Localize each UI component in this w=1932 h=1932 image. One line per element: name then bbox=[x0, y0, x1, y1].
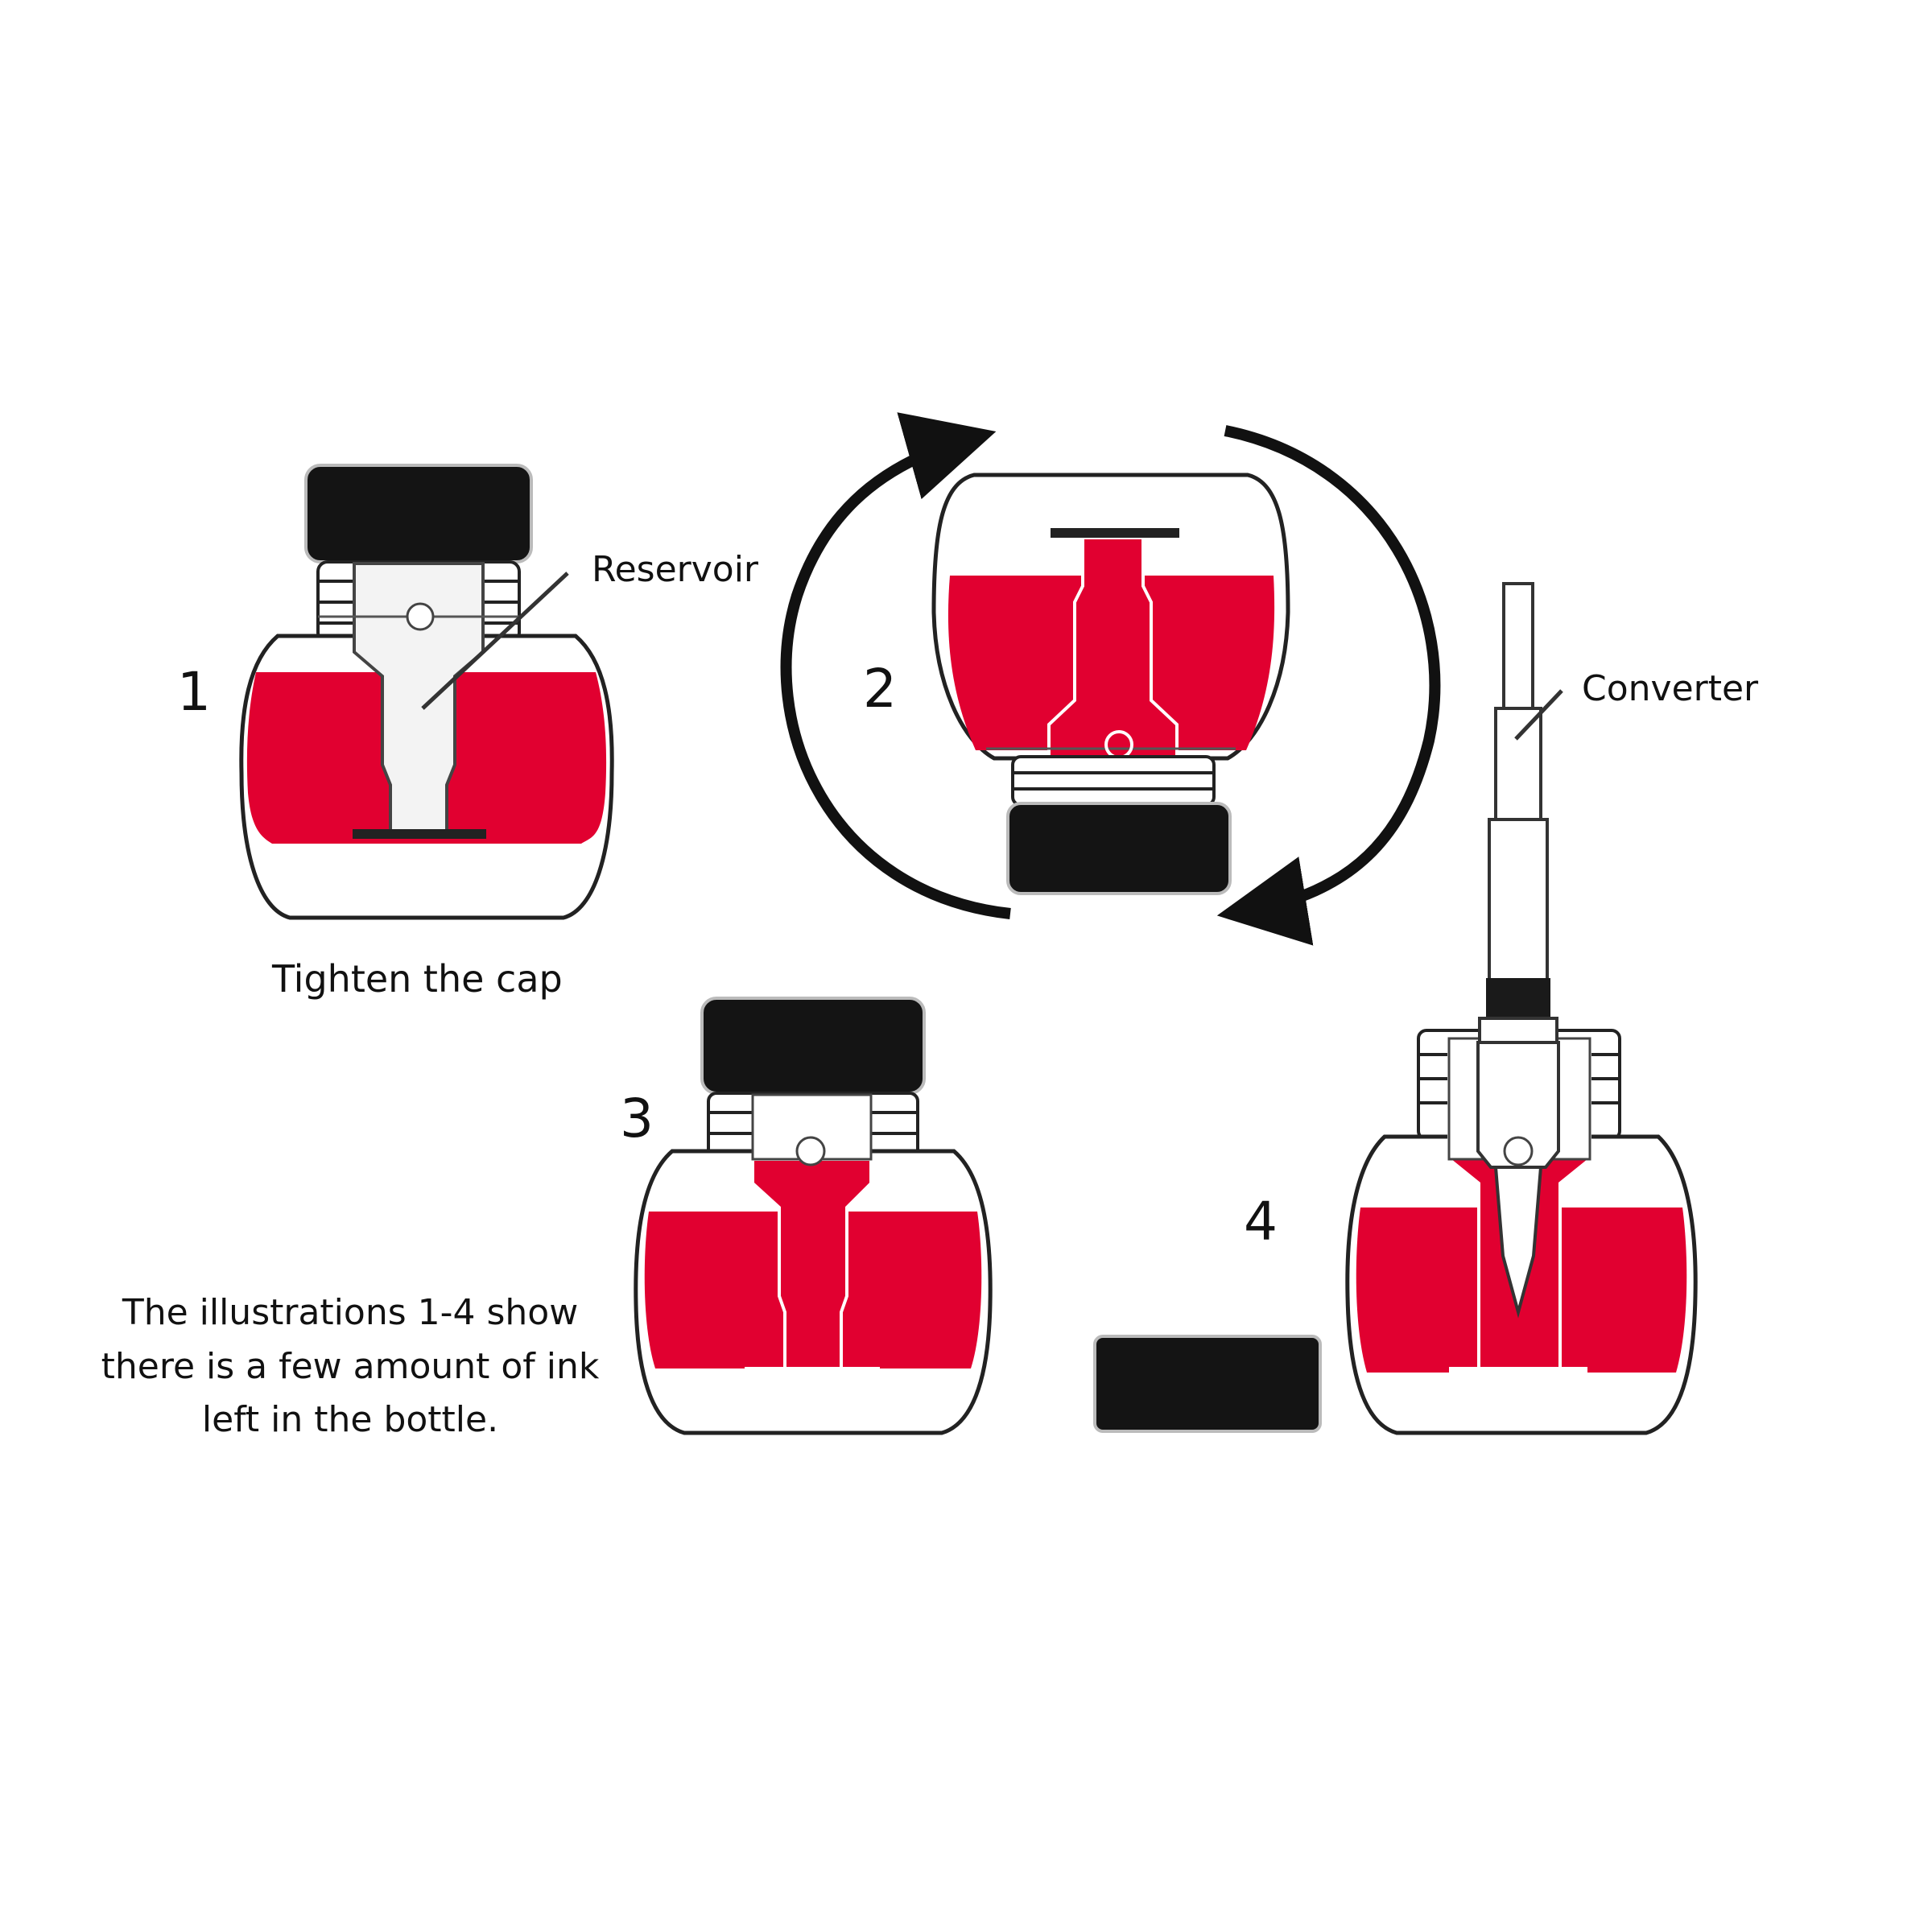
step-3-air-hole bbox=[795, 1136, 826, 1166]
step-2-cap bbox=[1006, 802, 1232, 895]
step-4-air-hole bbox=[1503, 1136, 1534, 1166]
note-line-3: left in the bottle. bbox=[202, 1399, 498, 1440]
rotation-arrow-top bbox=[780, 412, 1011, 919]
step-4-callout-line bbox=[1514, 689, 1563, 741]
step-4-pen-converter bbox=[1476, 582, 1560, 1319]
step-2-bottle bbox=[931, 473, 1290, 895]
step-1-bottle bbox=[239, 464, 614, 920]
step-2-number: 2 bbox=[863, 658, 897, 720]
note-line-1: The illustrations 1-4 show bbox=[122, 1292, 578, 1333]
step-1-air-hole bbox=[406, 602, 435, 631]
step-3-bottle bbox=[634, 997, 993, 1435]
step-1-callout-line bbox=[421, 572, 569, 710]
step-2-neck bbox=[1011, 755, 1216, 807]
step-1-callout-label: Reservoir bbox=[592, 549, 759, 590]
step-1-cap bbox=[304, 464, 533, 564]
step-3-cap bbox=[700, 997, 926, 1095]
note-line-2: there is a few amount of ink bbox=[101, 1346, 600, 1387]
step-1-number: 1 bbox=[177, 661, 211, 723]
step-3-number: 3 bbox=[620, 1088, 654, 1150]
rotation-arrow-bottom bbox=[1216, 425, 1441, 946]
step-4-bottle bbox=[1093, 582, 1698, 1435]
step-4-number: 4 bbox=[1244, 1191, 1278, 1253]
step-4-callout-label: Converter bbox=[1582, 668, 1759, 709]
step-1-caption: Tighten the cap bbox=[271, 957, 563, 1001]
step-4-cap bbox=[1093, 1335, 1322, 1433]
note-text: The illustrations 1-4 show there is a fe… bbox=[101, 1292, 600, 1440]
